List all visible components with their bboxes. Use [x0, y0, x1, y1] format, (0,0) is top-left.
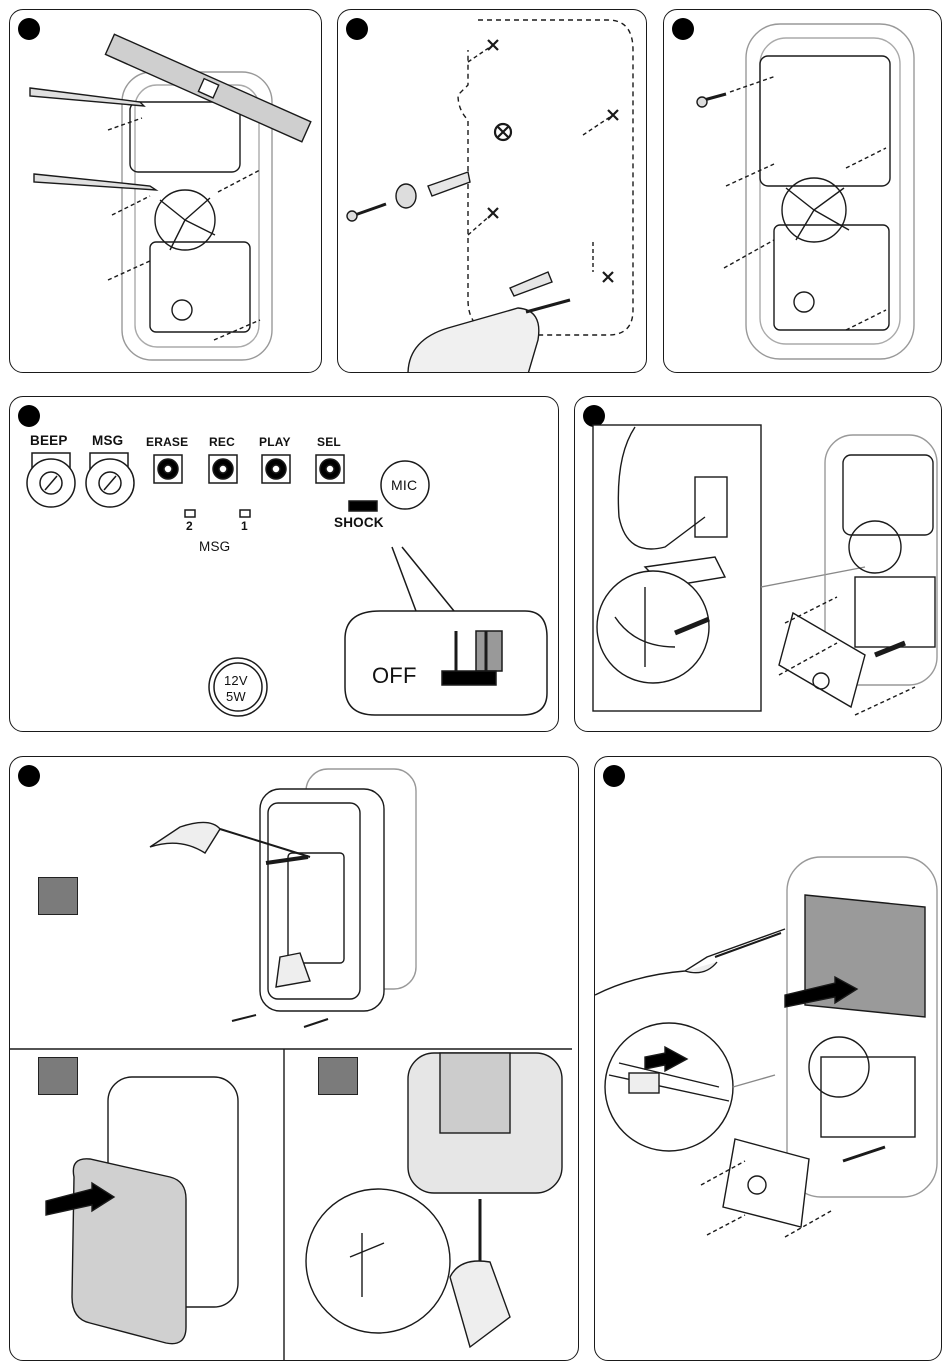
led-1-label: 1	[241, 519, 248, 533]
control-board-diagram	[10, 397, 559, 732]
step-panel-7	[594, 756, 942, 1361]
step-panel-1	[9, 9, 322, 373]
shock-switch-icon	[349, 501, 377, 511]
illustration-module-extraction	[595, 757, 942, 1361]
mic-label: MIC	[391, 477, 417, 493]
rec-button-icon	[209, 455, 237, 483]
step-panel-6	[9, 756, 579, 1361]
illustration-drilling	[338, 10, 647, 373]
led-2-label: 2	[186, 519, 193, 533]
step-panel-5	[574, 396, 942, 732]
illustration-marking-holes	[10, 10, 322, 373]
illustration-connector-removal	[575, 397, 942, 732]
shock-label: SHOCK	[334, 515, 384, 530]
step-panel-2	[337, 9, 647, 373]
illustration-fixing-screws	[664, 10, 942, 373]
step-panel-3	[663, 9, 942, 373]
beep-trimmer-icon	[27, 453, 75, 507]
msg-trimmer-icon	[86, 453, 134, 507]
power-watt-label: 5W	[226, 689, 246, 704]
led-2-icon	[185, 510, 195, 517]
sel-button-icon	[316, 455, 344, 483]
led-1-icon	[240, 510, 250, 517]
play-button-icon	[262, 455, 290, 483]
power-voltage-label: 12V	[224, 673, 248, 688]
msg-leds-label: MSG	[199, 539, 230, 554]
step-panel-4: BEEP MSG ERASE REC PLAY SEL	[9, 396, 559, 732]
erase-button-icon	[154, 455, 182, 483]
off-label: OFF	[372, 663, 417, 689]
illustration-cover-removal	[10, 757, 579, 1361]
